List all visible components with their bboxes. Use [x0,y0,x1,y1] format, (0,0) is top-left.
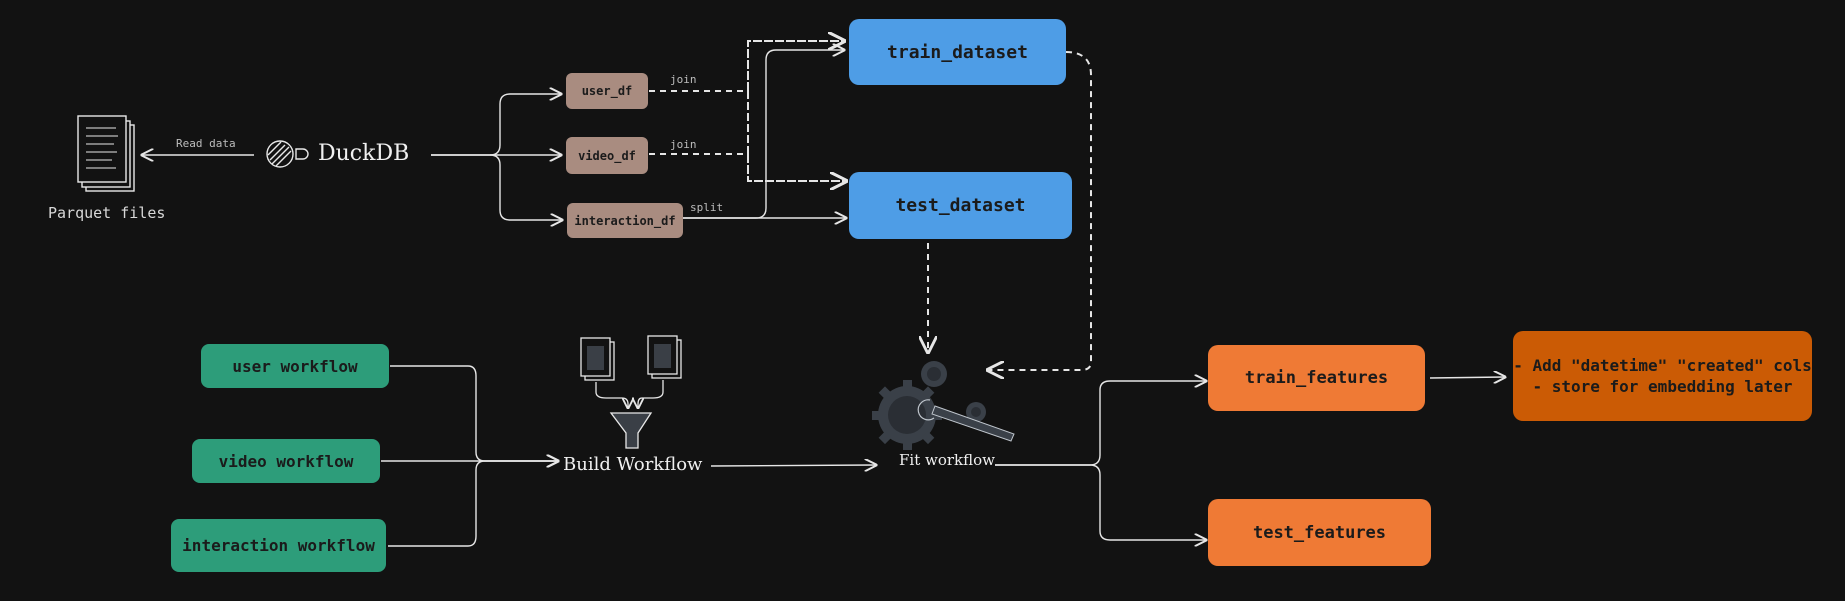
note-line-2: - store for embedding later [1532,377,1793,396]
user-workflow-node[interactable]: user workflow [201,344,389,388]
interaction-df-node[interactable]: interaction_df [567,203,683,238]
workflows-to-build-arrows [381,365,558,547]
funnel-merge-icon [580,335,682,449]
join-video-label: join [670,138,697,151]
split-label: split [690,201,724,214]
document-stack-icon [77,115,135,192]
video-df-node[interactable]: video_df [566,137,648,174]
duckdb-logo-icon [266,140,309,168]
feature-note-box: - Add "datetime" "created" cols - store … [1513,331,1812,421]
note-line-1: - Add "datetime" "created" cols [1513,356,1812,375]
read-data-label: Read data [176,137,236,150]
join-user-label: join [670,73,697,86]
fit-workflow-label: Fit workflow [899,451,996,469]
train-dataset-node[interactable]: train_dataset [849,19,1066,85]
duckdb-label: DuckDB [318,141,410,166]
test-features-node[interactable]: test_features [1208,499,1431,566]
train-features-node[interactable]: train_features [1208,345,1425,411]
interaction-workflow-node[interactable]: interaction workflow [171,519,386,572]
features-to-note-arrow [1429,377,1505,378]
build-to-fit-arrow [710,465,876,466]
build-workflow-label: Build Workflow [563,454,703,475]
join-arrows [649,41,846,181]
datasets-to-fit-arrows [928,51,1092,370]
user-df-node[interactable]: user_df [566,73,648,109]
gears-wrench-icon [872,361,1015,450]
split-arrows [683,50,846,218]
video-workflow-node[interactable]: video workflow [192,439,380,483]
fit-to-features-arrows [995,381,1206,540]
parquet-files-label: Parquet files [48,204,166,222]
test-dataset-node[interactable]: test_dataset [849,172,1072,239]
duckdb-to-dataframes-arrows [431,94,562,220]
